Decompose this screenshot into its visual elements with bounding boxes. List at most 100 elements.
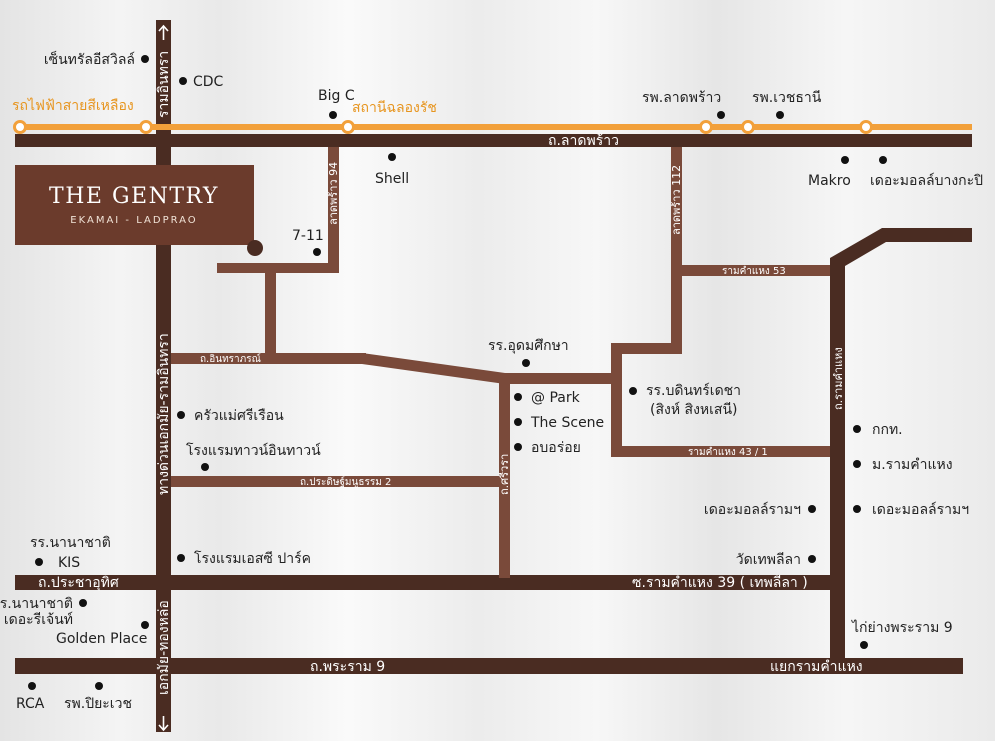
place-dot bbox=[35, 558, 43, 566]
rail-line bbox=[15, 124, 972, 130]
place-kis1-label: รร.นานาชาติ bbox=[30, 535, 111, 551]
soi-ram39-label: ซ.รามคำแหง 39 ( เทพลีลา ) bbox=[632, 575, 808, 591]
place-dot bbox=[717, 111, 725, 119]
place-udom-label: รร.อุดมศึกษา bbox=[488, 338, 569, 354]
inthraram-diagonal bbox=[362, 353, 505, 384]
place-dot bbox=[808, 505, 816, 513]
place-shell-label: Shell bbox=[375, 171, 409, 187]
place-piyavate-label: รพ.ปิยะเวช bbox=[64, 696, 132, 712]
ram43-soi bbox=[611, 446, 830, 457]
place-kaiyang-label: ไก่ย่างพระราม 9 bbox=[851, 619, 953, 636]
pradit2-label: ถ.ประดิษฐ์มนูธรรม 2 bbox=[300, 476, 391, 488]
rail-station-marker bbox=[341, 120, 355, 134]
project-soi-v bbox=[265, 263, 276, 356]
ladprao94-label: ลาดพร้าว 94 bbox=[327, 162, 340, 225]
ramkhamhaeng-road bbox=[830, 258, 845, 674]
place-dot bbox=[95, 682, 103, 690]
pradit2-road bbox=[171, 476, 501, 487]
place-central-label: เซ็นทรัลอีสวิลล์ bbox=[44, 50, 135, 68]
place-mall-ram2-label: เดอะมอลล์รามฯ bbox=[872, 501, 969, 518]
ladprao94-soi bbox=[328, 147, 339, 273]
place-wat-label: วัดเทพลีลา bbox=[736, 552, 801, 568]
ramkhamhaeng-diagonal bbox=[830, 228, 972, 266]
place-dot bbox=[201, 463, 209, 471]
logo-subtitle: EKAMAI - LADPRAO bbox=[70, 215, 197, 226]
pracha-uthit-label: ถ.ประชาอุทิศ bbox=[38, 575, 119, 591]
place-mall-bk-label: เดอะมอลล์บางกะปิ bbox=[870, 172, 983, 189]
place-ru-label: ม.รามคำแหง bbox=[872, 457, 953, 473]
arrow-up-icon bbox=[158, 24, 169, 40]
rail-line-label: รถไฟฟ้าสายสีเหลือง bbox=[12, 97, 134, 114]
place-dot bbox=[808, 555, 816, 563]
sriwara-label: ถ.ศรีวรา bbox=[498, 454, 511, 495]
place-dot bbox=[177, 554, 185, 562]
ladprao-road-label: ถ.ลาดพร้าว bbox=[548, 133, 619, 149]
ram53-label: รามคำแหง 53 bbox=[722, 266, 786, 277]
place-dot bbox=[28, 682, 36, 690]
place-dot bbox=[776, 111, 784, 119]
place-dot bbox=[514, 443, 522, 451]
place-bodin-label: รร.บดินทร์เดชา bbox=[646, 382, 741, 399]
arrow-down-icon bbox=[158, 716, 169, 732]
ladprao112-connector bbox=[611, 343, 682, 354]
place-makro-label: Makro bbox=[808, 173, 851, 189]
rail-station-marker bbox=[13, 120, 27, 134]
inthraram-label: ถ.อินทราภรณ์ bbox=[200, 353, 261, 365]
project-location-marker bbox=[247, 240, 263, 256]
sois-layer bbox=[171, 147, 830, 578]
rail-station-marker bbox=[699, 120, 713, 134]
place-dot bbox=[629, 387, 637, 395]
rail-station-marker bbox=[139, 120, 153, 134]
place-dot bbox=[313, 248, 321, 256]
place-dot bbox=[141, 55, 149, 63]
yellow-line-rail: รถไฟฟ้าสายสีเหลือง สถานีฉลองรัช bbox=[12, 97, 972, 134]
ram43-label: รามคำแหง 43 / 1 bbox=[688, 447, 768, 458]
rail-station-label: สถานีฉลองรัช bbox=[352, 100, 437, 116]
place-sc-park-label: โรงแรมเอสซี ปาร์ค bbox=[194, 550, 311, 567]
ramindra-label: รามอินทรา bbox=[156, 51, 172, 118]
place-mall-ram1-label: เดอะมอลล์รามฯ bbox=[704, 501, 801, 518]
sriwara-road bbox=[499, 373, 510, 578]
place-vejthani-label: รพ.เวชธานี bbox=[752, 90, 822, 106]
place-atpark-label: @ Park bbox=[531, 390, 581, 406]
place-dot bbox=[879, 156, 887, 164]
place-town-label: โรงแรมทาวน์อินทาวน์ bbox=[186, 442, 321, 459]
place-dot bbox=[853, 460, 861, 468]
rama9-label: ถ.พระราม 9 bbox=[310, 659, 385, 675]
inthraram-road bbox=[171, 353, 366, 364]
place-krua-label: ครัวแม่ศรีเรือน bbox=[194, 408, 284, 424]
rail-station-marker bbox=[741, 120, 755, 134]
pracha-uthit-road bbox=[15, 575, 830, 590]
place-kor-label: กกท. bbox=[872, 422, 903, 438]
place-dot bbox=[329, 111, 337, 119]
ladprao-road bbox=[15, 134, 972, 147]
places-layer: เซ็นทรัลอีสวิลล์ CDC Big C รพ.ลาดพร้าว ร… bbox=[0, 50, 983, 712]
place-dot bbox=[522, 359, 530, 367]
place-dot bbox=[514, 393, 522, 401]
place-dot bbox=[853, 505, 861, 513]
direction-arrows bbox=[158, 24, 169, 732]
project-logo: THE GENTRY EKAMAI - LADPRAO bbox=[15, 165, 263, 256]
place-dot bbox=[141, 621, 149, 629]
place-regent1-label: รร.นานาชาติ bbox=[0, 596, 73, 612]
road-labels: ถ.ลาดพร้าว ลาดพร้าว 94 ลาดพร้าว 112 ถ.อิ… bbox=[38, 51, 863, 695]
place-regent2-label: เดอะรีเจ้นท์ bbox=[4, 611, 73, 628]
place-oborroi-label: อบอร่อย bbox=[531, 440, 581, 456]
rama9-road bbox=[15, 658, 963, 674]
place-bigc-label: Big C bbox=[318, 88, 355, 104]
place-dot bbox=[179, 77, 187, 85]
ekamai-thonglor-label: เอกมัย-ทองหล่อ bbox=[156, 600, 172, 695]
logo-title: THE GENTRY bbox=[49, 184, 219, 209]
inthraram-east bbox=[500, 373, 622, 384]
place-dot bbox=[514, 418, 522, 426]
place-lat-hosp-label: รพ.ลาดพร้าว bbox=[642, 90, 721, 106]
place-seven-label: 7-11 bbox=[292, 228, 324, 244]
place-dot bbox=[177, 411, 185, 419]
ladprao112-label: ลาดพร้าว 112 bbox=[670, 165, 683, 235]
place-dot bbox=[79, 599, 87, 607]
place-dot bbox=[388, 153, 396, 161]
project-soi-h bbox=[217, 263, 339, 273]
place-dot bbox=[853, 425, 861, 433]
ramkhamhaeng-label: ถ.รามคำแหง bbox=[832, 347, 845, 410]
